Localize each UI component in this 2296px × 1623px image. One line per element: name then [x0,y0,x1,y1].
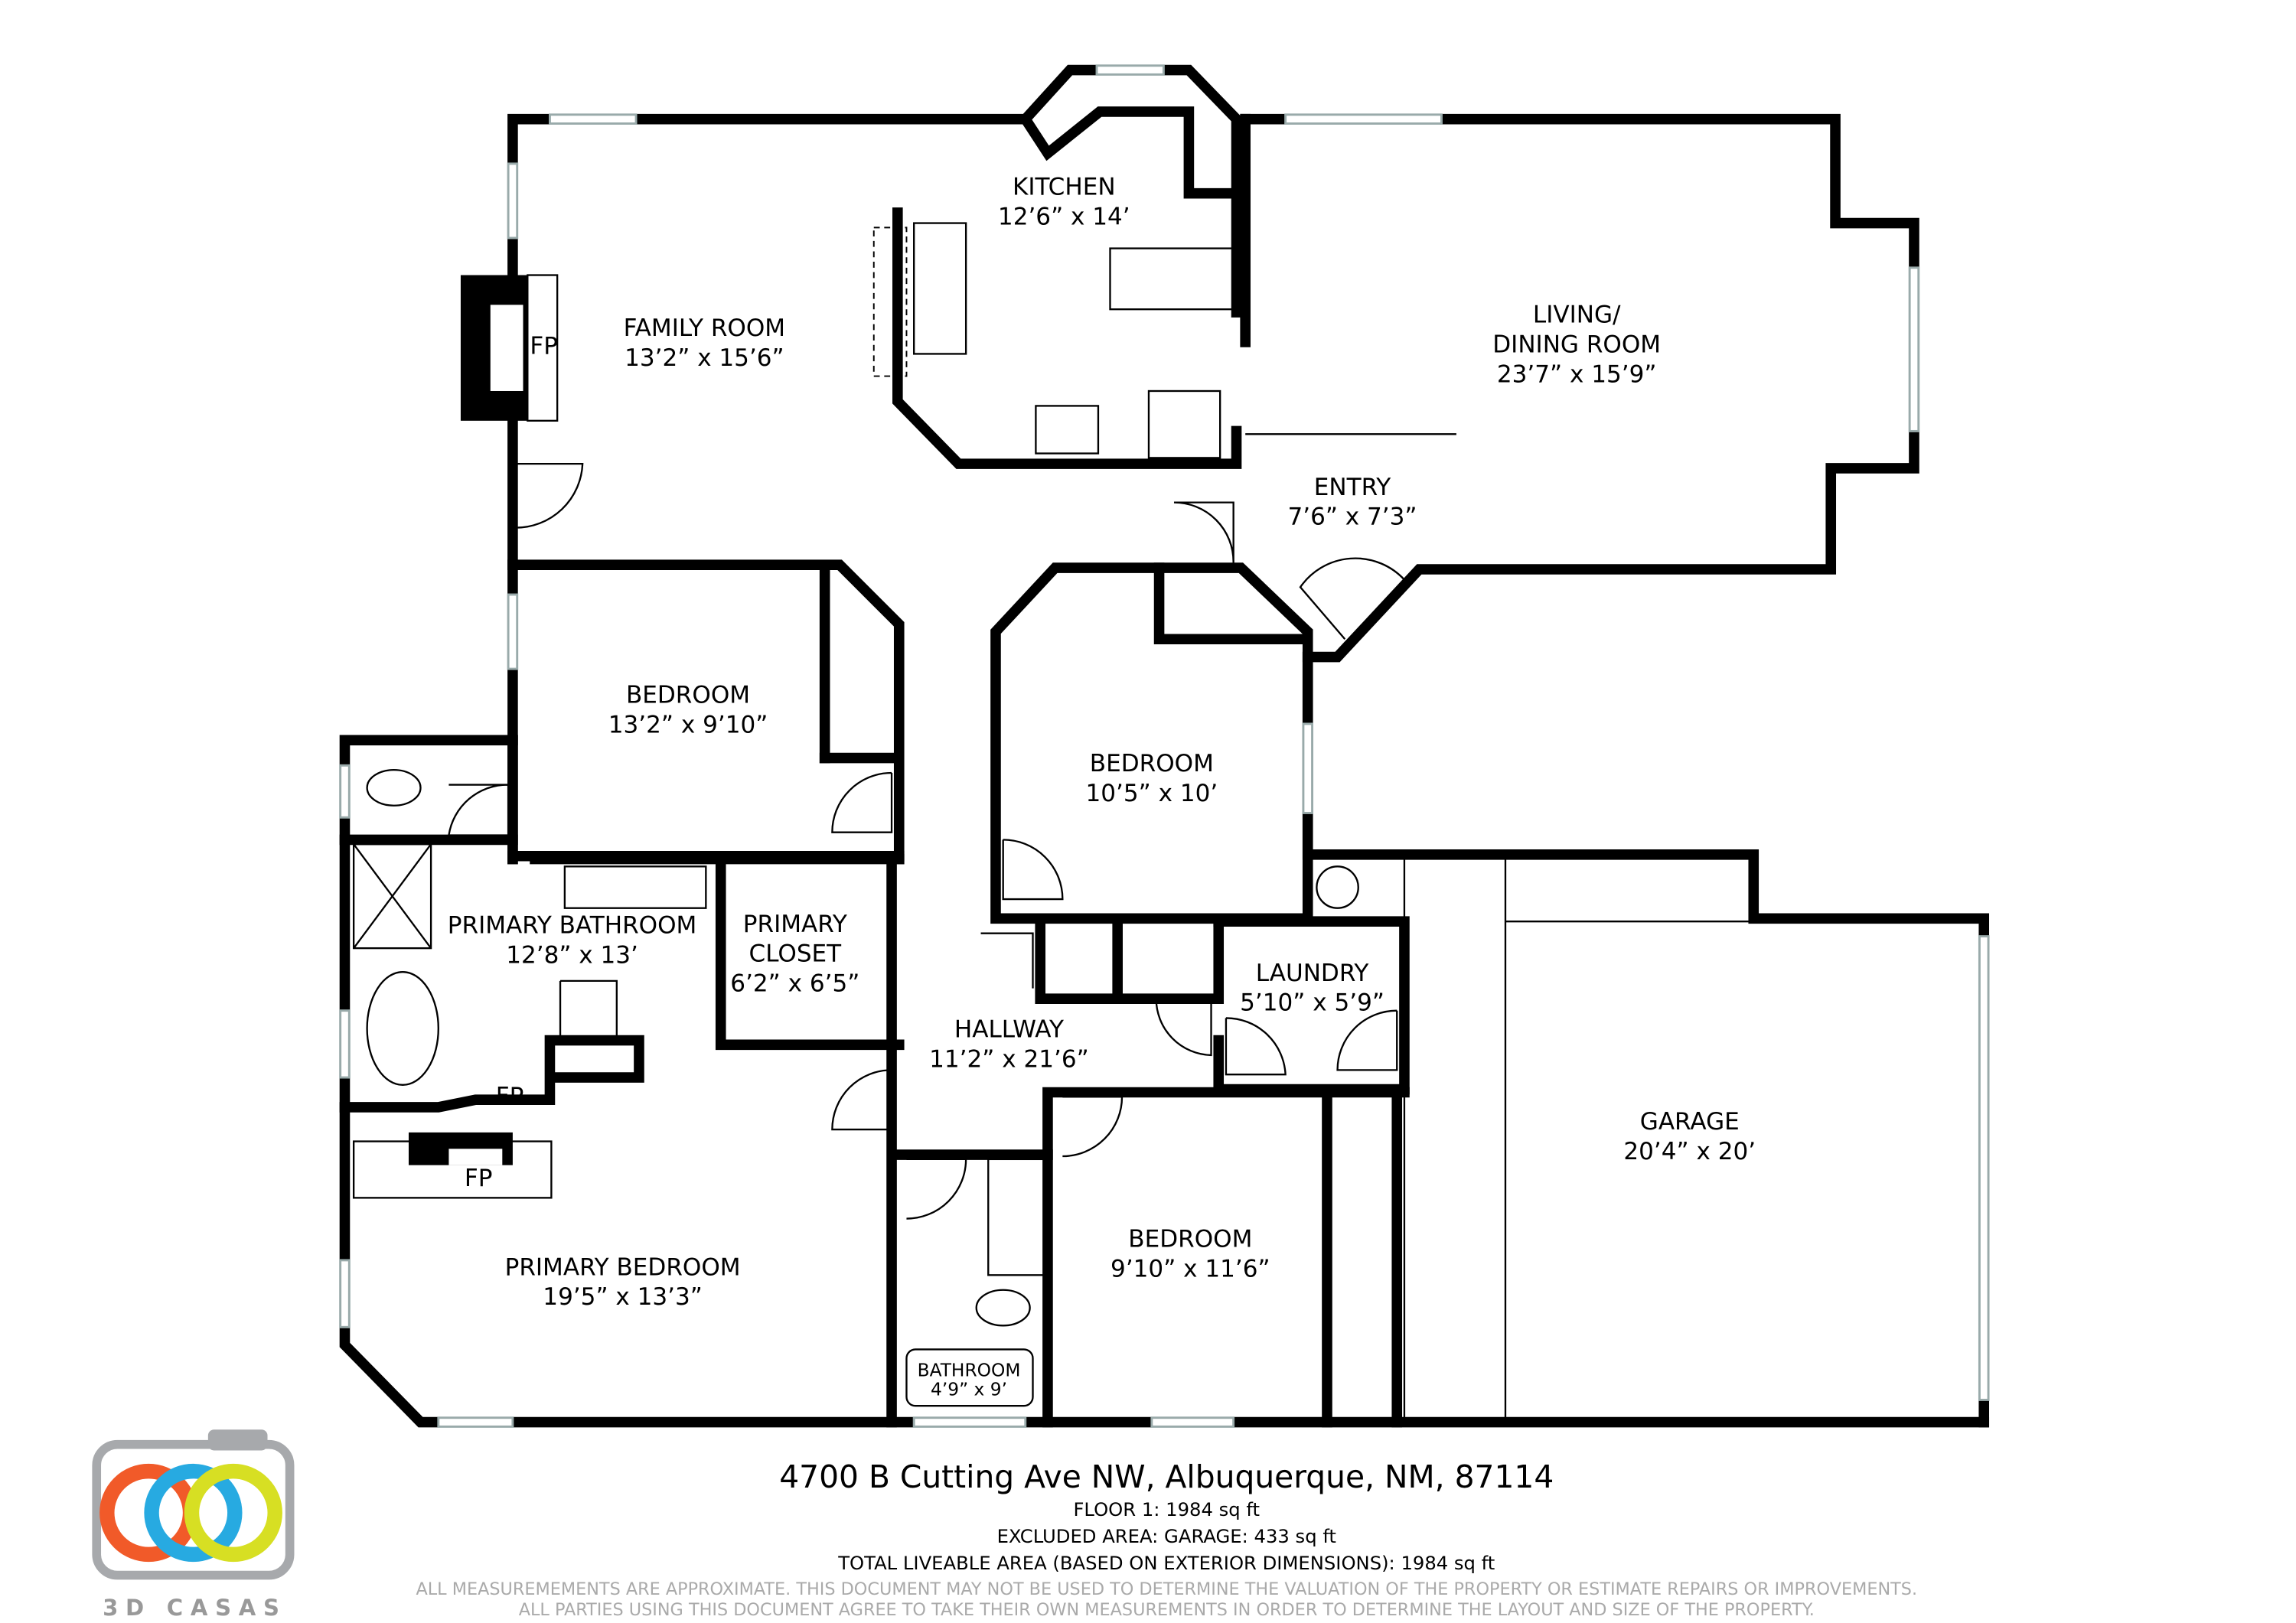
room-dims: 9’10” x 11’6” [1110,1255,1270,1282]
room-name: BEDROOM [1128,1225,1252,1253]
room-dims: 19’5” x 13’3” [543,1283,703,1311]
room-name: BEDROOM [626,682,750,709]
room-name-2: CLOSET [749,940,843,968]
room-dims: 13’2” x 15’6” [625,344,784,372]
room-name: GARAGE [1640,1108,1740,1136]
room-dims: 20’4” x 20’ [1623,1138,1756,1165]
room-name: LAUNDRY [1256,960,1370,987]
floor-area: FLOOR 1: 1984 sq ft [1073,1498,1260,1520]
room-dims: 13’2” x 9’10” [608,712,768,739]
total-area: TOTAL LIVEABLE AREA (BASED ON EXTERIOR D… [837,1552,1495,1574]
disclaimer-1: ALL MEASUREMEMENTS ARE APPROXIMATE. THIS… [416,1579,1917,1599]
room-name: PRIMARY [743,911,848,938]
room-dims: 12’8” x 13’ [506,942,638,970]
room-dims: 12’6” x 14’ [998,204,1130,231]
room-name: LIVING/ [1533,301,1621,329]
room-name: FAMILY ROOM [624,314,785,342]
room-name: HALLWAY [954,1016,1065,1044]
address: 4700 B Cutting Ave NW, Albuquerque, NM, … [779,1458,1554,1495]
walls [339,64,1990,1428]
room-name-2: DINING ROOM [1492,331,1661,359]
room-name: BATHROOM [918,1360,1021,1380]
logo-text: 3D CASAS [103,1595,287,1621]
excluded-area: EXCLUDED AREA: GARAGE: 433 sq ft [997,1525,1336,1547]
room-dims: 5’10” x 5’9” [1240,989,1384,1017]
logo: 3D CASAS [92,1429,295,1621]
doors [448,462,1405,1220]
fp-label-bath: FP [496,1083,524,1110]
disclaimer-2: ALL PARTIES USING THIS DOCUMENT AGREE TO… [519,1600,1815,1620]
room-name: KITCHEN [1013,174,1116,201]
room-name: PRIMARY BEDROOM [505,1253,741,1281]
room-dims: 10’5” x 10’ [1086,780,1218,807]
fp-label-bedroom: FP [465,1165,493,1192]
room-dims: 23’7” x 15’9” [1497,360,1657,388]
room-dims: 11’2” x 21’6” [929,1045,1089,1073]
room-dims: 7’6” x 7’3” [1287,504,1417,531]
windows [339,64,1990,1428]
logo-ring-green [184,1463,282,1563]
room-dims: 6’2” x 6’5” [730,970,859,997]
room-dims: 4’9” x 9’ [931,1380,1007,1400]
room-name: ENTRY [1314,474,1391,501]
room-name: PRIMARY BATHROOM [448,912,697,940]
fp-label-family: FP [530,332,558,360]
logo-ring-blue [144,1463,243,1563]
room-name: BEDROOM [1090,750,1214,777]
